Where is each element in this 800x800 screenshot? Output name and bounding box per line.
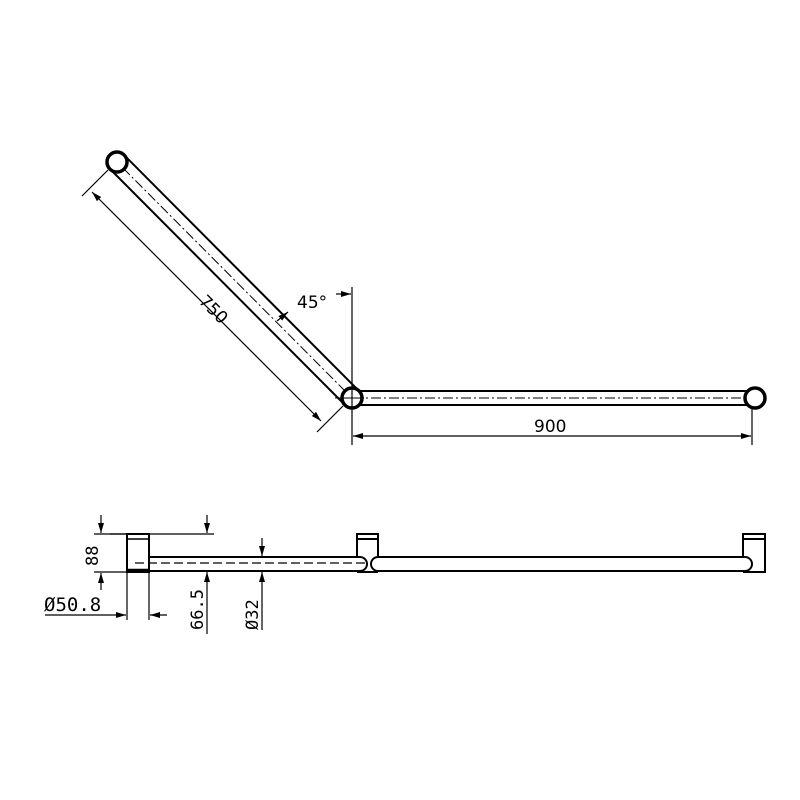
horizontal-tube bbox=[335, 390, 765, 406]
top-view bbox=[81, 150, 767, 445]
end-flange-right bbox=[743, 386, 767, 410]
label-750: 750 bbox=[194, 291, 231, 328]
dimension-45 bbox=[276, 287, 353, 445]
dimension-900 bbox=[353, 408, 753, 445]
end-flange-left bbox=[105, 150, 129, 174]
label-88: 88 bbox=[83, 546, 103, 566]
label-45: 45° bbox=[297, 293, 327, 313]
dimension-50-8 bbox=[45, 572, 167, 620]
label-50-8: Ø50.8 bbox=[44, 594, 101, 616]
bracket-middle bbox=[356, 533, 379, 573]
dimension-66-5 bbox=[110, 515, 214, 634]
tube-right bbox=[378, 556, 753, 572]
dimension-750 bbox=[81, 169, 344, 433]
bracket-right bbox=[742, 533, 766, 573]
diagonal-tube bbox=[109, 154, 360, 406]
tube-left bbox=[135, 556, 368, 572]
label-900: 900 bbox=[534, 417, 566, 437]
label-66-5: 66.5 bbox=[188, 589, 208, 630]
side-view bbox=[45, 515, 766, 634]
label-32: Ø32 bbox=[243, 599, 263, 630]
bracket-left bbox=[126, 533, 150, 573]
